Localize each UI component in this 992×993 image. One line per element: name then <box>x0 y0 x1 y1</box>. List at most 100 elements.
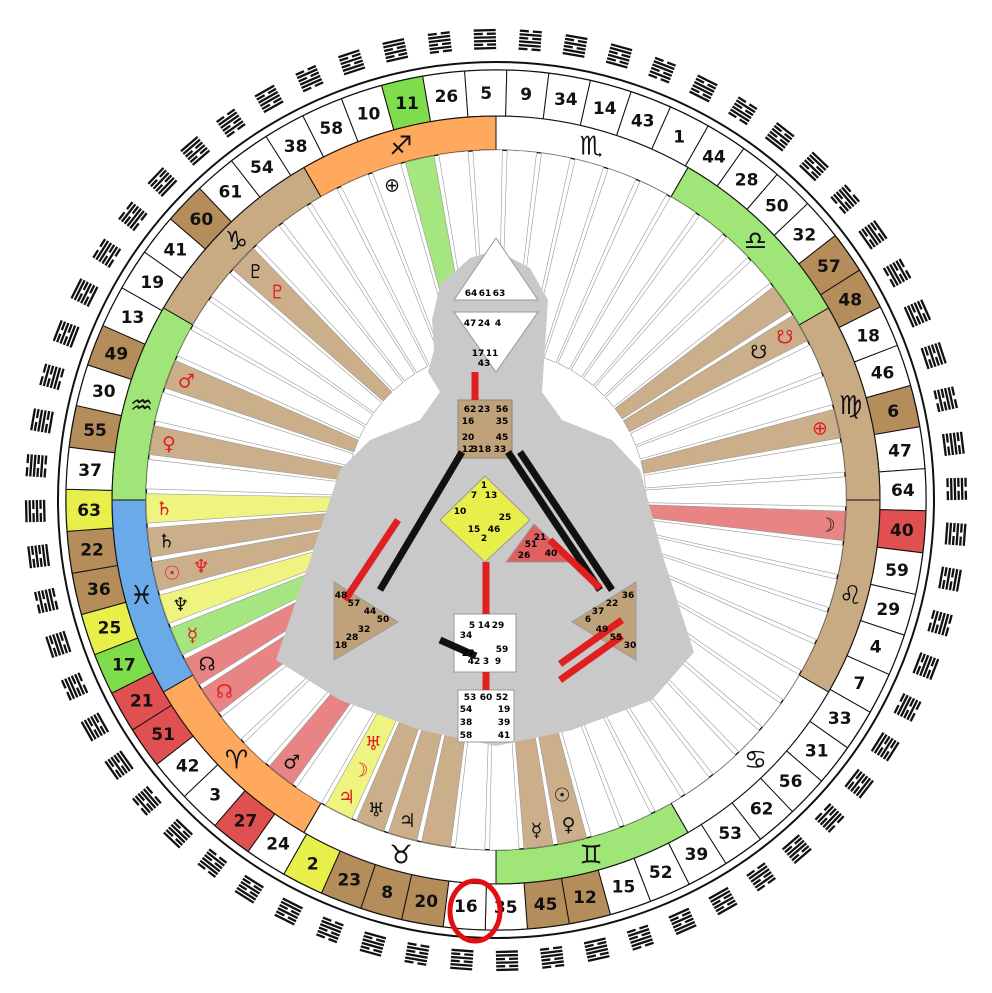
gate-ray <box>176 329 366 439</box>
hexagram-icon <box>118 201 148 232</box>
hexagram-icon <box>52 319 80 348</box>
center-gate-label: 41 <box>498 731 511 741</box>
hexagram-icon <box>518 29 542 52</box>
hexagram-icon <box>147 167 178 198</box>
center-gate-label: 16 <box>462 417 475 427</box>
gate-number: 17 <box>112 656 136 676</box>
gate-ray <box>622 314 809 433</box>
gate-ray <box>640 408 841 474</box>
uranus-icon: ♅ <box>368 800 385 822</box>
center-gate-label: 21 <box>534 533 547 543</box>
gate-ray <box>210 272 383 414</box>
center-gate-label: 57 <box>348 599 361 609</box>
earth-icon: ⊕ <box>384 175 400 197</box>
center-gate-label: 26 <box>518 551 531 561</box>
neptune-icon: ♆ <box>193 556 210 578</box>
center-gate-label: 33 <box>494 445 507 455</box>
hexagram-icon <box>728 96 758 126</box>
gate-number: 51 <box>151 725 175 745</box>
center-gate-label: 28 <box>346 633 359 643</box>
center-gate-label: 63 <box>493 289 506 299</box>
neptune-icon: ♆ <box>172 594 189 616</box>
hexagram-icon <box>197 848 228 878</box>
hexagram-icon <box>495 950 519 972</box>
gate-number: 19 <box>140 273 164 293</box>
center-gate-label: 29 <box>492 621 505 631</box>
mars-icon: ♂ <box>283 752 300 774</box>
center-gate-label: 31 <box>472 445 485 455</box>
hexagram-icon <box>338 49 366 76</box>
gate-number: 31 <box>805 742 829 762</box>
hexagram-icon <box>92 238 122 268</box>
spleen-center <box>333 581 399 661</box>
gate-number: 42 <box>176 757 200 777</box>
center-gate-label: 61 <box>479 289 492 299</box>
hexagram-icon <box>927 609 953 637</box>
hexagram-icon <box>234 874 264 904</box>
gate-ray <box>232 247 393 402</box>
gate-number: 34 <box>554 90 578 110</box>
gate-number: 4 <box>870 638 882 658</box>
gate-number: 24 <box>266 835 290 855</box>
hexagram-icon <box>764 122 795 152</box>
virgo-icon: ♍ <box>839 391 862 421</box>
gate-number: 28 <box>735 170 759 190</box>
hexagram-icon <box>315 916 344 944</box>
gate-ray <box>557 180 667 370</box>
root-center <box>457 689 515 743</box>
gate-number: 60 <box>190 210 214 230</box>
gate-number: 55 <box>83 421 107 441</box>
hexagram-icon <box>163 818 194 849</box>
gate-number: 48 <box>838 291 862 311</box>
capricorn-icon: ♑ <box>225 226 248 256</box>
hexagram-icon <box>180 136 211 166</box>
center-gate-label: 48 <box>335 591 348 601</box>
gate-number: 54 <box>250 158 274 178</box>
pluto-icon: ♇ <box>247 261 264 283</box>
gate-number: 50 <box>765 196 789 216</box>
center-gate-label: 2 <box>481 534 487 544</box>
hexagram-icon <box>39 363 65 391</box>
center-gate-label: 54 <box>460 705 473 715</box>
cancer-icon: ♋ <box>744 746 767 776</box>
center-gate-label: 62 <box>464 405 477 415</box>
gate-number: 11 <box>395 94 419 114</box>
outer-ring <box>57 61 935 939</box>
hexagram-icon <box>648 56 677 84</box>
gate-number: 25 <box>98 618 122 638</box>
center-gate-label: 20 <box>462 433 475 443</box>
gate-number: 39 <box>685 845 709 865</box>
gate-number: 16 <box>454 897 478 917</box>
gate-ray <box>543 168 637 363</box>
hexagram-icon <box>933 386 959 413</box>
gate-number: 58 <box>319 119 343 139</box>
center-gate-label: 60 <box>480 693 493 703</box>
scorpio-icon: ♏ <box>579 132 602 162</box>
aries-icon: ♈ <box>225 746 248 776</box>
gate-ray <box>635 376 834 460</box>
mercury-icon: ☿ <box>187 624 199 646</box>
gate-ray <box>604 260 771 408</box>
sun-icon: ☉ <box>164 563 181 585</box>
gate-number: 32 <box>792 225 816 245</box>
gate-ray <box>630 344 823 446</box>
hexagram-icon <box>60 672 89 701</box>
hexagram-icon <box>33 587 59 614</box>
pluto-icon: ♇ <box>269 282 286 304</box>
hexagram-icon <box>942 431 965 456</box>
hexagram-icon <box>708 886 738 916</box>
gate-number: 59 <box>885 561 909 581</box>
gate-ray <box>282 205 416 382</box>
hexagram-icon <box>104 750 134 780</box>
hexagram-icon <box>216 108 246 138</box>
center-gate-label: 64 <box>465 289 478 299</box>
hexagram-icon <box>583 937 610 963</box>
gate-number: 26 <box>435 87 459 107</box>
gate-number: 5 <box>480 84 492 104</box>
gate-ray <box>192 299 374 426</box>
hexagram-ring <box>24 28 968 972</box>
center-gate-label: 9 <box>495 657 501 667</box>
pisces-icon: ♓ <box>130 581 153 611</box>
gate-number: 21 <box>130 691 154 711</box>
